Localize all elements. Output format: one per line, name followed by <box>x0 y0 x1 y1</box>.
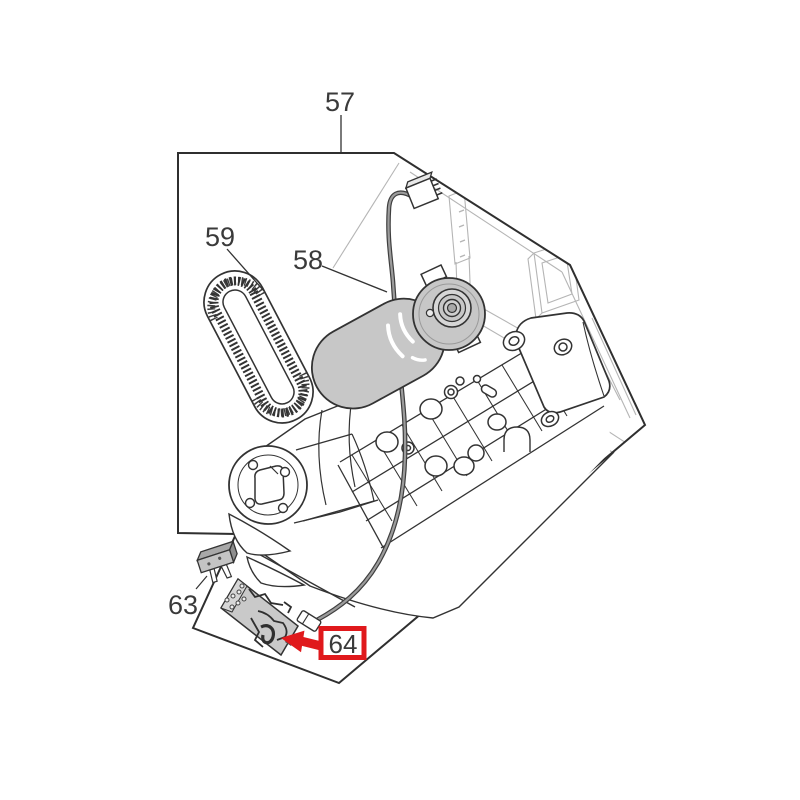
pulley-disc <box>228 445 308 525</box>
drive-motor-drawing <box>310 264 486 410</box>
control-board-drawing <box>220 577 299 657</box>
highlight-64: 64 <box>281 626 367 660</box>
part-labels: 57 59 58 63 <box>168 87 388 620</box>
highlight-box <box>318 626 367 660</box>
timing-belt-drawing <box>203 270 314 424</box>
part-label-58: 58 <box>293 245 323 275</box>
microswitch-drawing <box>195 539 238 590</box>
part-label-57: 57 <box>325 87 355 117</box>
part-label-64: 64 <box>329 629 358 659</box>
gear-assembly-drawing <box>228 312 615 619</box>
part-label-59: 59 <box>205 222 235 252</box>
connector-plug-icon <box>404 171 443 210</box>
connector-end-icon <box>296 610 322 632</box>
part-label-63: 63 <box>168 590 198 620</box>
enclosure-boundary-outline <box>177 152 647 685</box>
